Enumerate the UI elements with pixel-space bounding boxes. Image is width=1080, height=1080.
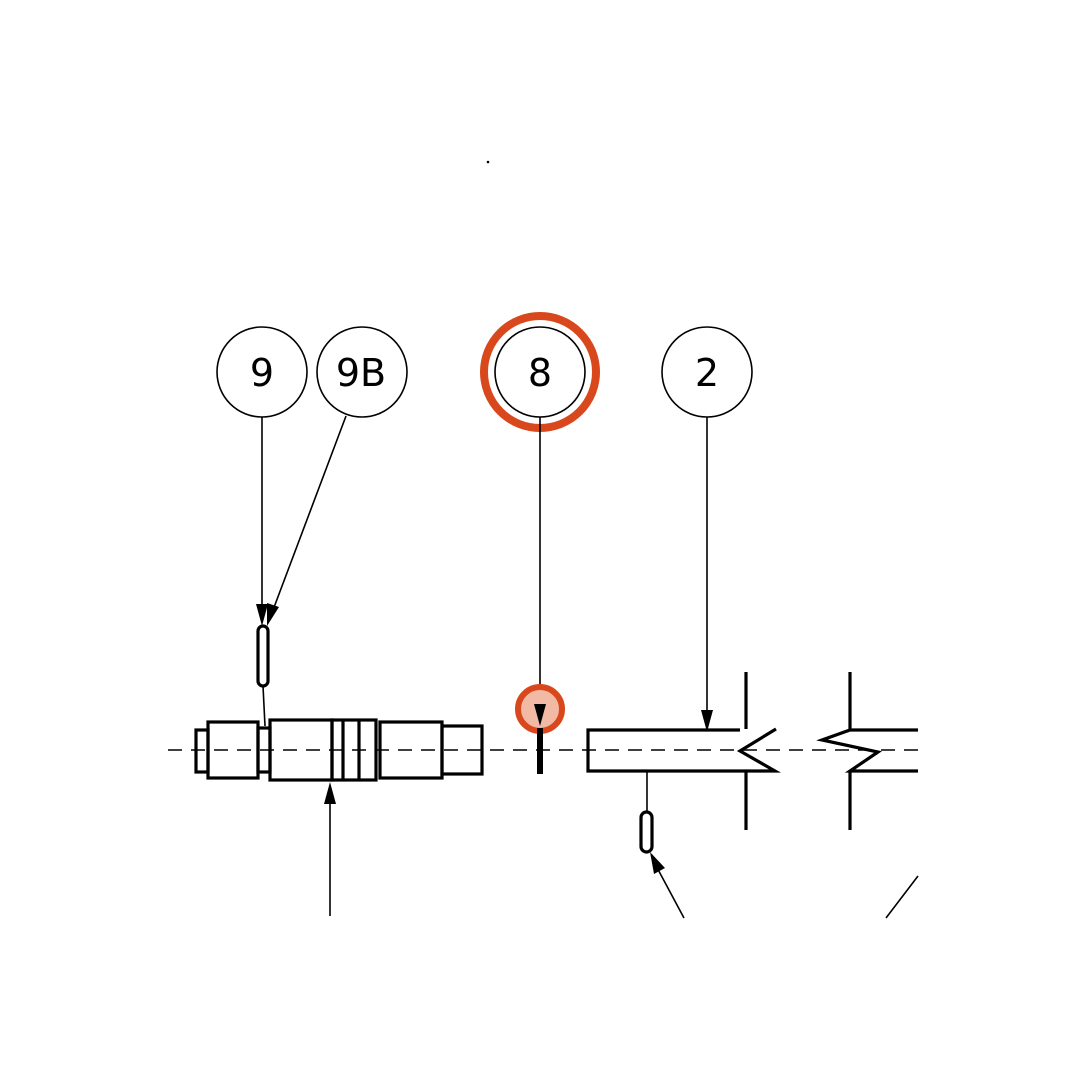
shaft-assembly[interactable] xyxy=(194,718,484,782)
shaft-segment-3 xyxy=(330,718,378,782)
pin-9[interactable] xyxy=(256,624,270,688)
callout-9-label: 9 xyxy=(250,351,274,395)
shaft-end-left xyxy=(194,728,210,774)
callout-9[interactable]: 9 xyxy=(216,326,308,626)
callout-2[interactable]: 2 xyxy=(661,326,753,732)
callout-2-label: 2 xyxy=(695,351,719,395)
callout-9-arrowhead xyxy=(256,604,268,626)
shaft-end-right xyxy=(440,724,484,776)
pin-9-tail xyxy=(262,685,266,727)
callout-9b[interactable]: 9B xyxy=(267,326,408,626)
callout-8-label: 8 xyxy=(528,351,552,395)
right-shaft-section[interactable] xyxy=(816,672,918,830)
lower-pin-leader xyxy=(653,861,685,919)
callout-8-arrowhead xyxy=(534,704,546,726)
part-2-shaft[interactable] xyxy=(586,672,782,830)
right-shaft-body xyxy=(816,728,918,773)
callout-8[interactable]: 8 xyxy=(480,312,600,734)
callout-9b-arrowhead xyxy=(267,603,279,626)
lower-pin[interactable] xyxy=(639,810,654,854)
callout-9b-leader xyxy=(269,415,347,619)
callout-9b-label: 9B xyxy=(336,351,386,395)
part-2-body xyxy=(586,727,782,773)
lower-pin-arrowhead xyxy=(650,852,665,874)
callout-2-arrowhead xyxy=(701,710,713,732)
shaft-leader-arrowhead xyxy=(324,782,336,804)
far-right-leader xyxy=(885,875,919,919)
part-8-pin[interactable] xyxy=(537,728,543,774)
shaft-segment-2 xyxy=(268,718,334,782)
stray-dot xyxy=(486,160,490,164)
callout-9b-bubble xyxy=(316,326,408,418)
